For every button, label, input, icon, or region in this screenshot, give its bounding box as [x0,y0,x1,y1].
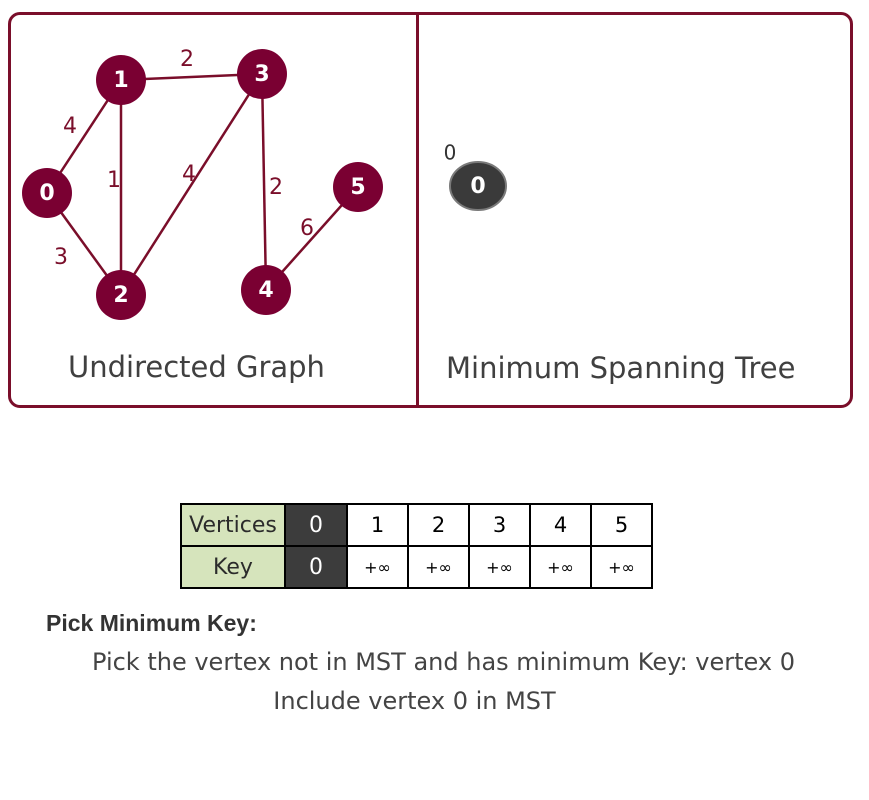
key-cell: +∞ [590,545,653,589]
graph-node-label: 3 [254,62,269,87]
vertex-cell: 0 [284,503,348,547]
key-row: Key 0 +∞ +∞ +∞ +∞ +∞ [180,545,653,589]
vertex-cell: 5 [590,503,653,547]
key-cell: +∞ [407,545,470,589]
vertex-cell: 4 [529,503,592,547]
mst-node-key: 0 [444,141,457,165]
key-header: Key [180,545,286,589]
graph-node-label: 5 [350,175,365,200]
key-cell: +∞ [468,545,531,589]
key-cell: 0 [284,545,348,589]
vertices-row: Vertices 0 1 2 3 4 5 [180,503,653,547]
edge-weight-label: 2 [269,175,283,200]
edge-weight-label: 4 [182,162,196,187]
step-description: Pick the vertex not in MST and has minim… [92,648,795,676]
graph-edge [119,73,264,296]
graph-caption: Undirected Graph [68,350,325,384]
vertex-cell: 3 [468,503,531,547]
key-table: Vertices 0 1 2 3 4 5 Key 0 +∞ +∞ +∞ +∞ +… [180,503,653,589]
edge-weight-label: 4 [63,114,77,139]
key-cell: +∞ [346,545,409,589]
graph-node [96,55,146,105]
edge-weight-label: 1 [107,168,121,193]
graph-node [237,49,287,99]
graph-node-label: 4 [258,278,273,303]
graph-node [241,265,291,315]
mst-caption: Minimum Spanning Tree [446,351,795,385]
graph-node [333,162,383,212]
vertices-header: Vertices [180,503,286,547]
graph-edge [260,73,268,291]
key-cell: +∞ [529,545,592,589]
panel-divider [416,12,419,408]
panel-frame [8,12,853,408]
graph-node [22,168,72,218]
graph-node-label: 0 [39,181,54,206]
graph-node-label: 2 [113,283,128,308]
mst-node-label: 0 [470,174,485,199]
edge-weight-label: 3 [54,245,68,270]
mst-node [449,161,507,211]
edge-weight-label: 2 [180,47,194,72]
edge-weight-label: 6 [300,216,314,241]
step-heading: Pick Minimum Key: [46,610,257,636]
vertex-cell: 2 [407,503,470,547]
graph-node [96,270,146,320]
vertex-cell: 1 [346,503,409,547]
step-action: Include vertex 0 in MST [273,687,556,715]
graph-node-label: 1 [113,68,128,93]
